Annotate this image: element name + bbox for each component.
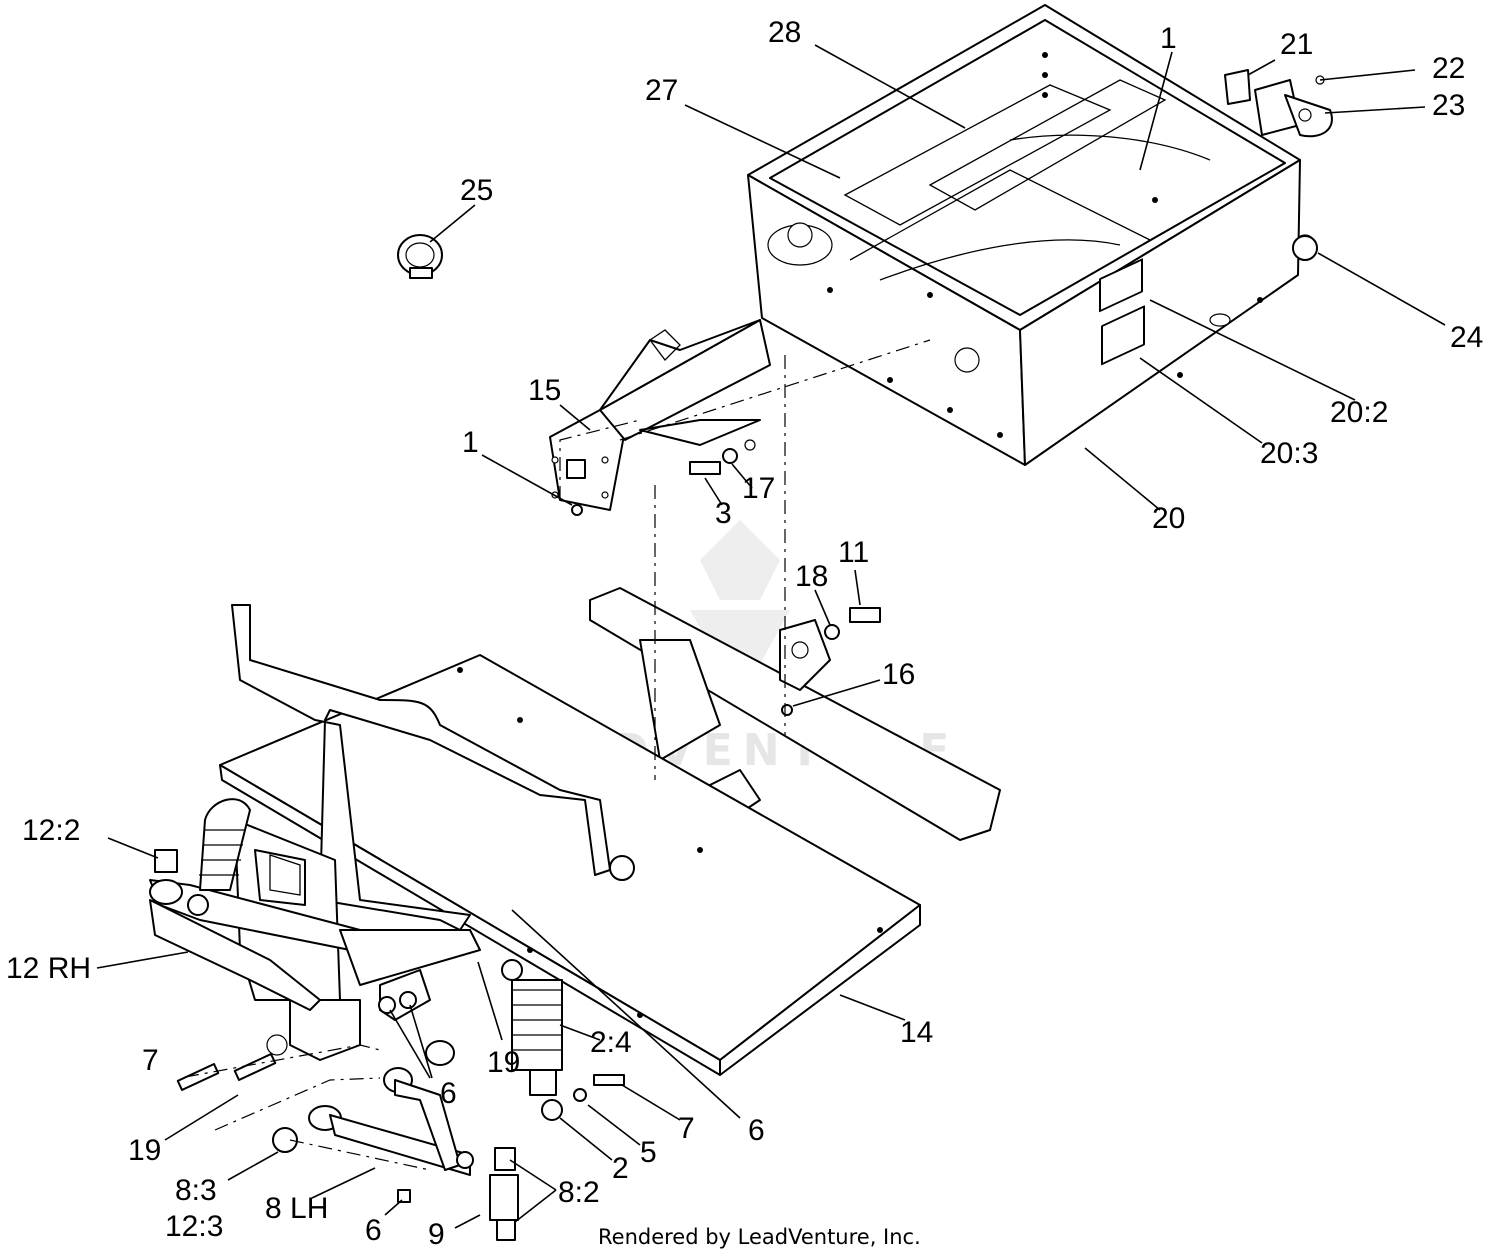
callout-18: 18	[795, 560, 828, 593]
callout-14: 14	[900, 1016, 933, 1049]
callout-2: 2	[612, 1152, 629, 1185]
callout-6b: 6	[748, 1114, 765, 1147]
callout-7b: 7	[678, 1112, 695, 1145]
callout-8-3: 8:3	[175, 1174, 217, 1207]
callout-20: 20	[1152, 502, 1185, 535]
callout-5: 5	[640, 1136, 657, 1169]
callout-7a: 7	[142, 1044, 159, 1077]
callout-11: 11	[838, 536, 869, 569]
bolts-7-19	[176, 1053, 277, 1091]
callout-15: 15	[528, 374, 561, 407]
callout-6a: 6	[440, 1077, 457, 1110]
callout-27: 27	[645, 74, 678, 107]
callout-17: 17	[742, 472, 775, 505]
callout-6c: 6	[365, 1214, 382, 1247]
hitch-bracket-part-23	[1224, 69, 1333, 138]
callout-20-2: 20:2	[1330, 396, 1388, 429]
leader-lines	[96, 44, 1446, 1229]
callout-12-2: 12:2	[22, 814, 80, 847]
callout-28: 28	[768, 16, 801, 49]
callout-23: 23	[1432, 89, 1465, 122]
callout-24: 24	[1450, 321, 1483, 354]
callout-labels: 28 1 21 22 23 27 25 24 15 1 17 3 20:2 20…	[6, 16, 1483, 1251]
center-link	[339, 929, 481, 1066]
installation-lines	[184, 339, 931, 1171]
plug-part-24	[1292, 235, 1318, 261]
left-shock-absorber	[187, 798, 251, 916]
callout-1b: 1	[462, 426, 479, 459]
callout-12-3: 12:3	[165, 1210, 223, 1243]
credit-text: Rendered by LeadVenture, Inc.	[598, 1225, 921, 1249]
hose-clamp-part-25	[397, 234, 443, 279]
callout-16: 16	[882, 658, 915, 691]
front-tower-part-15	[549, 319, 771, 516]
lower-a-arm-part-8	[272, 1067, 519, 1241]
callout-9: 9	[428, 1218, 445, 1251]
callout-1: 1	[1160, 22, 1177, 55]
center-rail	[589, 587, 1001, 841]
callout-3: 3	[715, 497, 732, 530]
callout-8-2: 8:2	[558, 1176, 600, 1209]
callout-22: 22	[1432, 52, 1465, 85]
callout-19b: 19	[128, 1134, 161, 1167]
callout-2-4: 2:4	[590, 1026, 632, 1059]
callout-21: 21	[1280, 28, 1313, 61]
roll-bar	[231, 604, 635, 931]
callout-25: 25	[460, 174, 493, 207]
callout-8-lh: 8 LH	[265, 1192, 328, 1225]
callout-19a: 19	[487, 1046, 520, 1079]
right-shock-absorber	[501, 959, 625, 1121]
callout-20-3: 20:3	[1260, 437, 1318, 470]
callout-12-rh: 12 RH	[6, 952, 91, 985]
